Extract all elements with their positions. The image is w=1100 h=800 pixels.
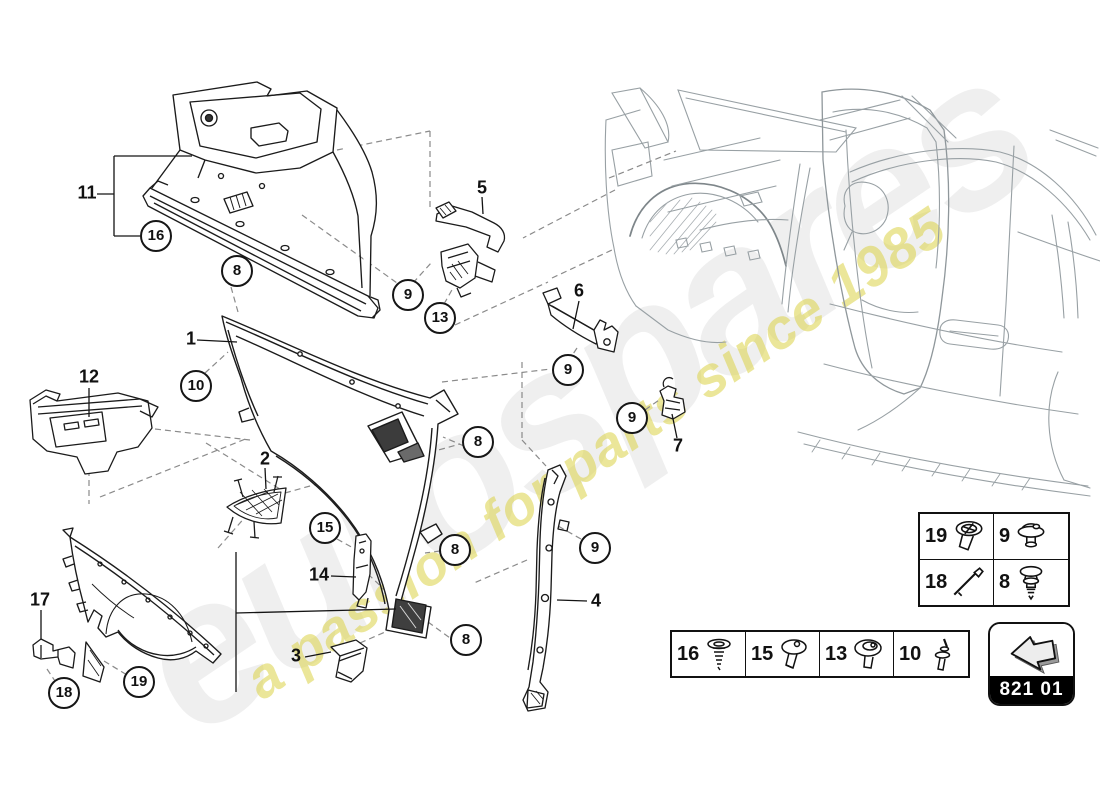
legend-cell-13[interactable]: 13 <box>820 632 894 676</box>
grommet-nut-icon <box>1017 523 1045 548</box>
part-label-11[interactable]: 11 <box>77 182 97 203</box>
callout-8-a[interactable]: 8 <box>221 255 253 287</box>
legend-num: 15 <box>751 642 774 665</box>
push-clip-icon <box>707 638 731 671</box>
part-12-support-bracket[interactable] <box>29 389 159 475</box>
legend-cell-8[interactable]: 8 <box>994 559 1068 605</box>
part-14-retaining-strip[interactable] <box>352 533 372 609</box>
part-17-bracket[interactable] <box>32 638 76 669</box>
fastener-legend-grid: 19 9 18 8 <box>918 512 1070 607</box>
part-label-7[interactable]: 7 <box>672 435 684 456</box>
legend-num: 9 <box>999 524 1011 547</box>
part-7-retainer[interactable] <box>659 376 686 420</box>
expander-rivet-icon <box>1019 566 1043 601</box>
phillips-screw-washer-icon <box>955 521 983 551</box>
part-4-side-member[interactable] <box>522 464 570 712</box>
dashed-leader-lines <box>46 110 677 685</box>
part-5-bracket[interactable] <box>435 201 506 298</box>
callout-9-d[interactable]: 9 <box>579 532 611 564</box>
part-label-4[interactable]: 4 <box>590 590 602 611</box>
legend-cell-19[interactable]: 19 <box>920 514 994 560</box>
part-group-code-box[interactable]: 821 01 <box>988 622 1075 706</box>
washer-head-screw-icon <box>781 639 807 670</box>
legend-num: 18 <box>925 570 948 593</box>
callout-16[interactable]: 16 <box>140 220 172 252</box>
part-3-bracket[interactable] <box>330 639 368 683</box>
part-label-5[interactable]: 5 <box>476 177 488 198</box>
part-11-wheel-housing-liner[interactable] <box>142 81 381 319</box>
legend-num: 19 <box>925 524 948 547</box>
legend-cell-9[interactable]: 9 <box>994 514 1068 560</box>
callout-9-c[interactable]: 9 <box>616 402 648 434</box>
part-label-12[interactable]: 12 <box>78 366 100 387</box>
callout-13[interactable]: 13 <box>424 302 456 334</box>
part-1-front-wing[interactable] <box>221 315 459 639</box>
large-washer-screw-icon <box>854 639 882 669</box>
callout-18[interactable]: 18 <box>48 677 80 709</box>
part-label-3[interactable]: 3 <box>290 645 302 666</box>
callout-19[interactable]: 19 <box>123 666 155 698</box>
callout-15[interactable]: 15 <box>309 512 341 544</box>
callout-10[interactable]: 10 <box>180 370 212 402</box>
callout-8-c[interactable]: 8 <box>439 534 471 566</box>
blind-rivet-pin-icon <box>953 567 985 597</box>
car-illustration <box>604 87 1100 497</box>
part-2-triangle-grille[interactable] <box>223 475 287 539</box>
stud-rivet-icon <box>935 638 951 671</box>
part-label-2[interactable]: 2 <box>259 448 271 469</box>
callout-9-a[interactable]: 9 <box>392 279 424 311</box>
callout-9-b[interactable]: 9 <box>552 354 584 386</box>
part-label-17[interactable]: 17 <box>29 589 51 610</box>
part-label-6[interactable]: 6 <box>573 280 585 301</box>
legend-num: 13 <box>825 642 848 665</box>
legend-cell-15[interactable]: 15 <box>746 632 820 676</box>
label-leader-lines <box>40 155 678 692</box>
legend-num: 8 <box>999 570 1011 593</box>
callout-8-b[interactable]: 8 <box>462 426 494 458</box>
back-arrow-icon <box>990 624 1073 676</box>
part-label-14[interactable]: 14 <box>308 564 330 585</box>
legend-cell-18[interactable]: 18 <box>920 559 994 605</box>
legend-cell-16[interactable]: 16 <box>672 632 746 676</box>
fastener-legend-row: 16 15 13 10 <box>670 630 970 678</box>
part-19-wing-front-view[interactable] <box>62 527 222 683</box>
part-group-code: 821 01 <box>990 676 1073 704</box>
legend-cell-10[interactable]: 10 <box>894 632 968 676</box>
legend-num: 10 <box>899 642 922 665</box>
legend-num: 16 <box>677 642 700 665</box>
part-label-1[interactable]: 1 <box>185 328 197 349</box>
callout-8-d[interactable]: 8 <box>450 624 482 656</box>
